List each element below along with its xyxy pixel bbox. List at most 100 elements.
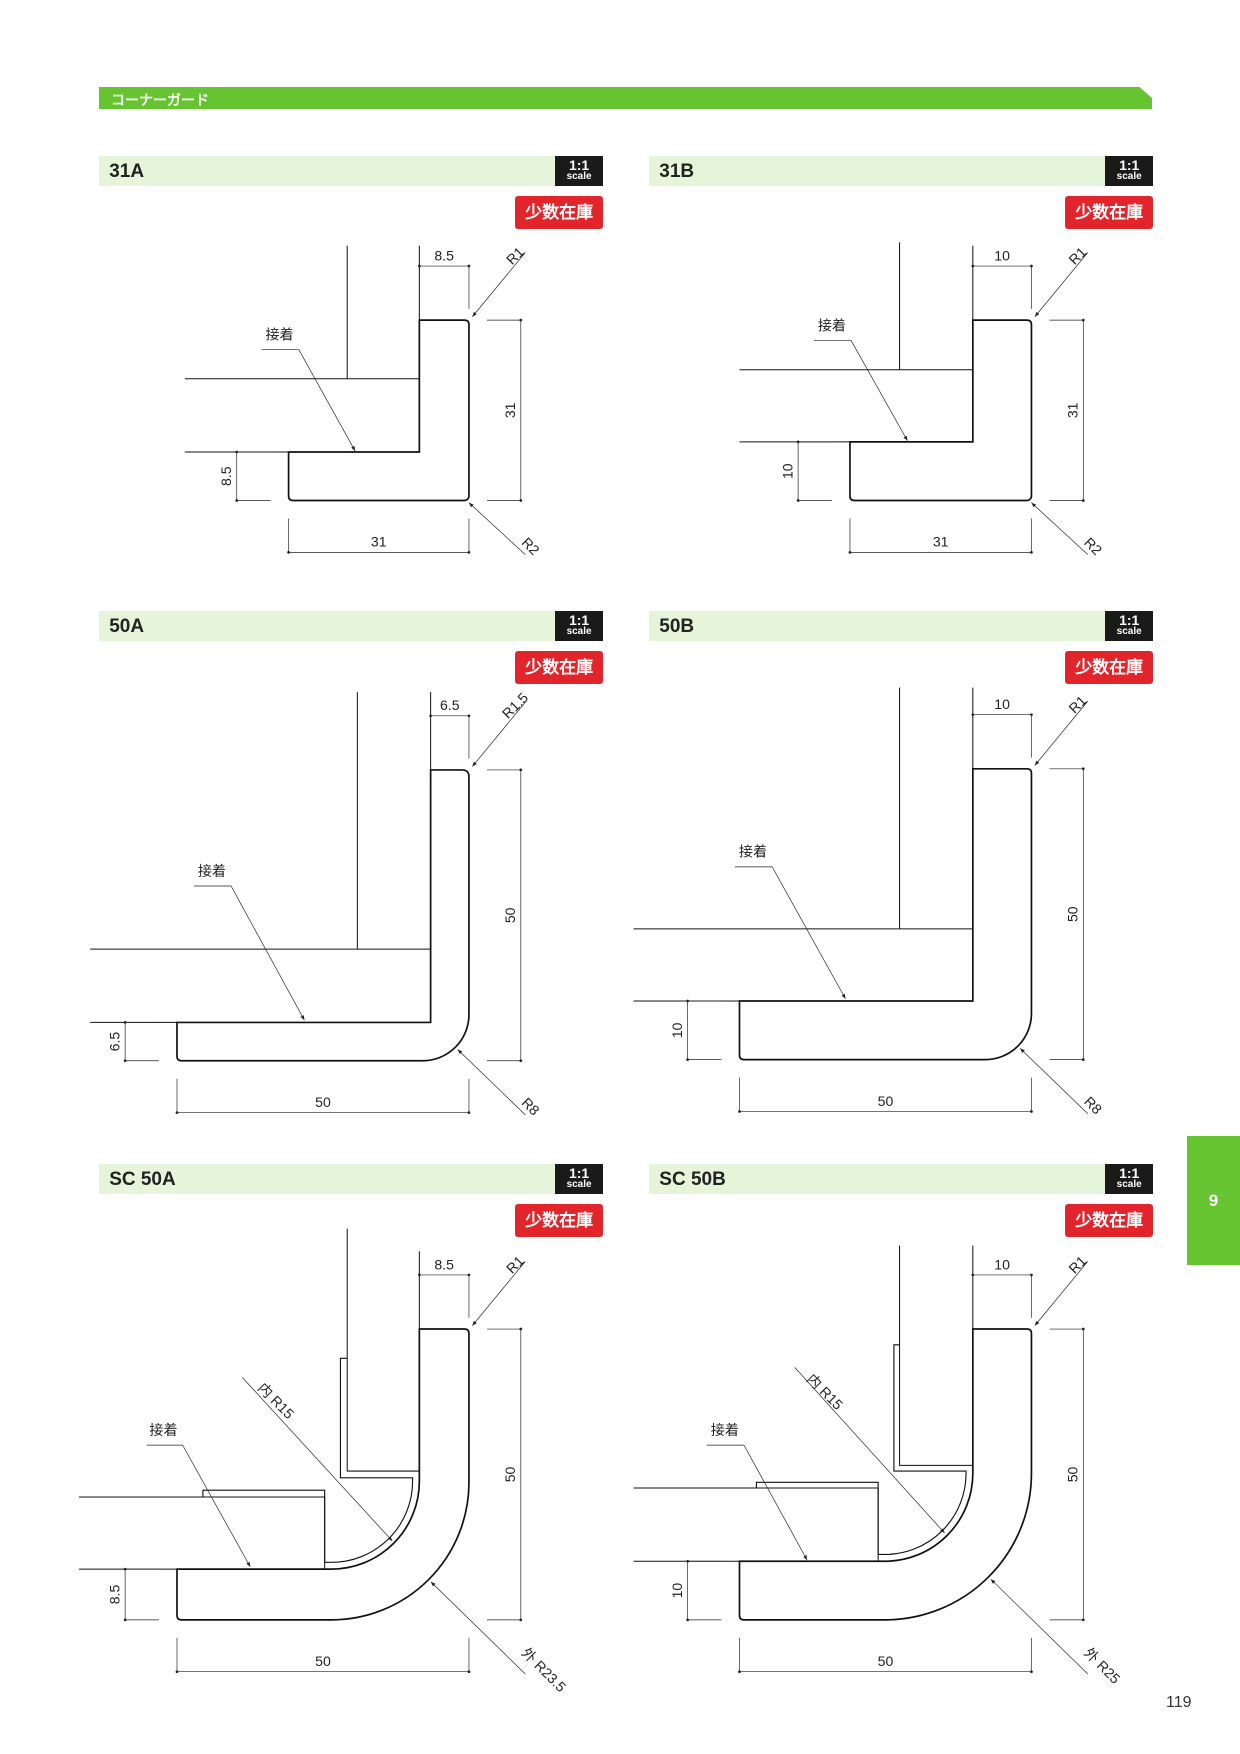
top-radius-label: R1: [1065, 692, 1089, 716]
height-dimension: 50: [502, 907, 518, 923]
section-title: コーナーガード: [111, 92, 209, 108]
top-radius-leader: [472, 252, 526, 317]
scale-ratio: 1:1: [1119, 611, 1140, 628]
thickness-dimension: 8.5: [218, 466, 234, 486]
bottom-radius-label: R2: [1081, 534, 1105, 558]
top-width-dimension-tick: [971, 713, 975, 717]
top-width-dimension: 10: [994, 696, 1010, 712]
scale-label: scale: [566, 170, 592, 182]
top-radius-label: R1: [1065, 1252, 1089, 1276]
thickness-dimension: 10: [669, 1583, 685, 1599]
top-radius-leader: [472, 1261, 526, 1326]
height-dimension-tick: [1081, 1058, 1085, 1061]
thickness-dimension-tick: [235, 499, 239, 502]
height-dimension-tick: [519, 1059, 523, 1063]
top-width-dimension: 10: [994, 247, 1010, 263]
adhesive-label: 接着: [711, 1422, 739, 1438]
top-radius-label: R1: [503, 244, 527, 268]
thickness-dimension-tick: [123, 1059, 127, 1063]
scale-label: scale: [566, 625, 592, 637]
width-dimension-tick: [738, 1670, 741, 1674]
height-dimension-tick: [1081, 767, 1085, 771]
width-dimension-tick: [848, 550, 852, 554]
top-width-dimension-tick: [467, 714, 471, 718]
height-dimension: 31: [1065, 402, 1081, 418]
panel-title: 31B: [659, 160, 695, 182]
low-stock-badge: 少数在庫: [515, 195, 604, 229]
adhesive-label: 接着: [818, 317, 846, 333]
low-stock-badge: 少数在庫: [1065, 195, 1154, 229]
top-width-dimension-tick: [1030, 713, 1033, 717]
thickness-dimension-tick: [235, 450, 239, 454]
wall-line: [78, 1496, 326, 1570]
height-dimension-tick: [1081, 1618, 1085, 1622]
top-width-dimension-tick: [417, 1273, 421, 1277]
height-dimension: 50: [502, 1466, 518, 1482]
adhesive-leader: [771, 866, 846, 999]
top-width-dimension: 8.5: [434, 1256, 454, 1272]
height-dimension-tick: [519, 768, 523, 772]
thickness-dimension: 6.5: [107, 1032, 123, 1052]
bottom-radius-label: R8: [1081, 1093, 1105, 1117]
panel-title: 50B: [659, 615, 695, 637]
sc-insert-piece: [202, 1357, 414, 1563]
corner-guard-profile: [176, 769, 470, 1062]
panel-title: 31A: [109, 160, 145, 182]
width-dimension-tick: [467, 550, 471, 554]
width-dimension: 50: [878, 1093, 894, 1109]
thickness-dimension-tick: [123, 1618, 127, 1622]
top-width-dimension-tick: [467, 264, 471, 268]
inner-radius-label: 内 R15: [804, 1371, 846, 1413]
top-width-dimension: 10: [994, 1256, 1010, 1272]
thickness-dimension: 10: [669, 1022, 685, 1038]
top-width-dimension-tick: [971, 1273, 975, 1277]
wall-line: [899, 1245, 973, 1466]
height-dimension-tick: [519, 1327, 523, 1331]
height-dimension-tick: [1081, 318, 1085, 322]
wall-line: [633, 1487, 879, 1562]
inner-radius-leader: [242, 1377, 393, 1542]
height-dimension-tick: [1081, 499, 1085, 502]
wall-line: [346, 1228, 420, 1472]
width-dimension-tick: [467, 1111, 471, 1114]
height-dimension: 50: [1065, 1466, 1081, 1482]
low-stock-badge: 少数在庫: [515, 650, 604, 684]
height-dimension-tick: [519, 1618, 523, 1622]
width-dimension: 50: [315, 1094, 331, 1110]
adhesive-label: 接着: [149, 1422, 177, 1438]
panel-title: SC 50A: [109, 1169, 176, 1191]
height-dimension: 50: [1065, 906, 1081, 922]
bottom-radius-leader: [430, 1581, 526, 1675]
top-width-dimension: 8.5: [434, 247, 454, 263]
top-radius-leader: [1034, 252, 1089, 317]
top-width-dimension: 6.5: [440, 697, 460, 713]
scale-ratio: 1:1: [568, 1165, 590, 1182]
page-number: 119: [1166, 1694, 1192, 1711]
bottom-radius-leader: [1019, 1048, 1089, 1114]
low-stock-badge: 少数在庫: [1065, 1204, 1154, 1238]
top-width-dimension-tick: [467, 1273, 471, 1277]
scale-ratio: 1:1: [1119, 1165, 1140, 1182]
adhesive-leader: [182, 1444, 251, 1568]
width-dimension-tick: [467, 1670, 471, 1674]
width-dimension-tick: [175, 1111, 179, 1114]
scale-ratio: 1:1: [568, 611, 590, 628]
adhesive-leader: [850, 340, 908, 441]
height-dimension-tick: [1081, 1327, 1085, 1331]
scale-label: scale: [1116, 170, 1142, 182]
sc-insert-piece: [755, 1344, 967, 1556]
corner-guard-profile: [738, 767, 1033, 1061]
top-radius-label: R1: [1065, 244, 1089, 268]
thickness-dimension: 10: [779, 463, 795, 479]
panel-title: SC 50B: [659, 1169, 726, 1191]
top-radius-leader: [472, 702, 526, 767]
chapter-tab[interactable]: 9: [1187, 1136, 1240, 1265]
bottom-radius-label: 外 R25: [1081, 1644, 1123, 1686]
